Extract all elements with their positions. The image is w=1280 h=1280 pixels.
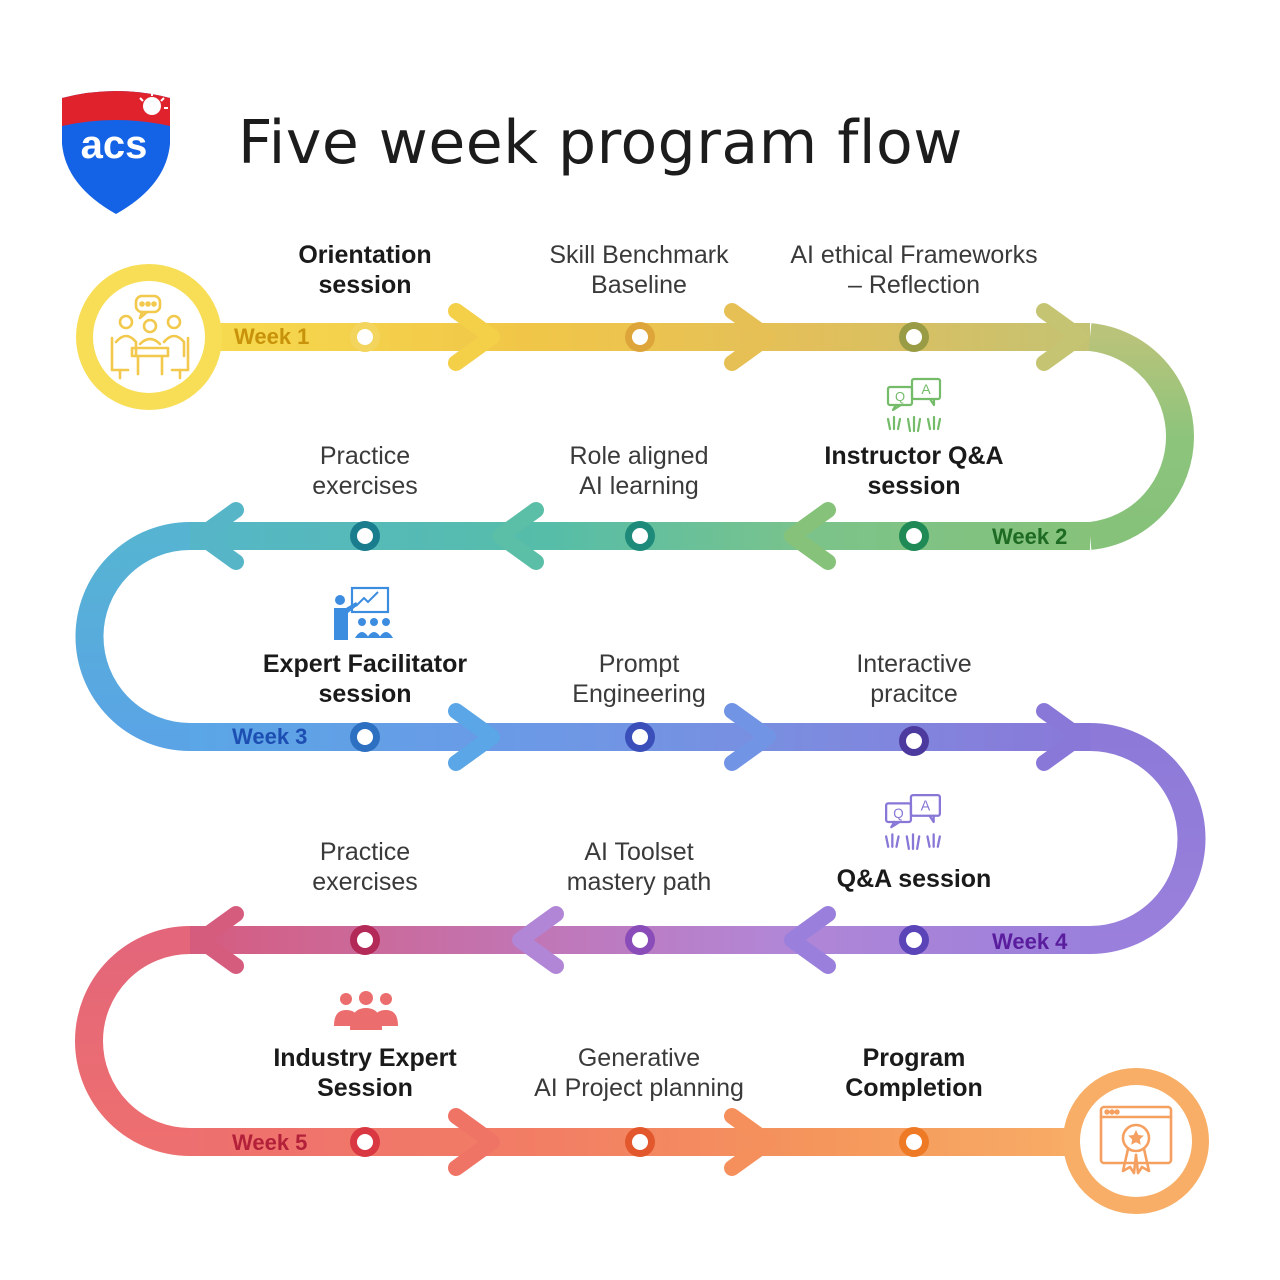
svg-text:A: A (921, 799, 931, 815)
arrow-chevron (192, 502, 244, 570)
start-circle (76, 264, 222, 410)
arrow-chevron (448, 703, 500, 771)
step-label-ethics: AI ethical Frameworks– Reflection (790, 241, 1038, 299)
svg-text:Q: Q (893, 806, 903, 821)
arrow-chevron (512, 906, 564, 974)
step-dot-center (357, 932, 373, 948)
week-1-label: Week 1 (234, 324, 310, 349)
arrow-chevron (784, 906, 836, 974)
week-3-label: Week 3 (232, 724, 308, 749)
qa-icon: A Q (884, 793, 942, 850)
svg-text:A: A (921, 381, 931, 397)
arrow-chevron (784, 502, 836, 570)
step-dot-center (632, 329, 648, 345)
meeting-icon (110, 294, 190, 380)
step-label-qa-session: Q&A session (836, 865, 992, 893)
arrow-chevron (448, 1108, 500, 1176)
arrow-chevron (724, 703, 776, 771)
arrow-chevron (192, 906, 244, 974)
flow-turn-2 (75, 522, 191, 751)
step-dot-center (357, 729, 373, 745)
week-5-label: Week 5 (232, 1130, 308, 1155)
qa-icon: A Q (886, 377, 942, 433)
arrow-chevron (1036, 303, 1088, 371)
step-dot-center (906, 1134, 922, 1150)
logo-text: acs (81, 123, 148, 167)
arrow-chevron (492, 502, 544, 570)
team-icon (334, 991, 398, 1030)
week-2-label: Week 2 (992, 524, 1068, 549)
step-dot-center (357, 528, 373, 544)
flow-turn-4 (75, 926, 191, 1156)
arrow-chevron (448, 303, 500, 371)
step-dot-center (906, 329, 922, 345)
step-dot-center (906, 528, 922, 544)
step-dot-center (632, 932, 648, 948)
acs-logo: acs (62, 91, 170, 214)
step-dot-center (632, 528, 648, 544)
arrow-chevron (1036, 703, 1088, 771)
certificate-icon (1099, 1105, 1173, 1175)
step-dot-center (357, 329, 373, 345)
flow-turn-1 (1088, 323, 1195, 550)
week-4-label: Week 4 (992, 929, 1068, 954)
flow-turn-3 (1089, 723, 1206, 954)
step-dot-center (906, 733, 922, 749)
step-dot-center (632, 729, 648, 745)
step-dot-center (906, 932, 922, 948)
arrow-chevron (724, 1108, 776, 1176)
arrow-chevron (724, 303, 776, 371)
svg-text:Q: Q (895, 389, 905, 404)
step-dot-center (632, 1134, 648, 1150)
presentation-icon (334, 586, 393, 640)
page-title: Five week program flow (238, 108, 963, 178)
step-dot-center (357, 1134, 373, 1150)
